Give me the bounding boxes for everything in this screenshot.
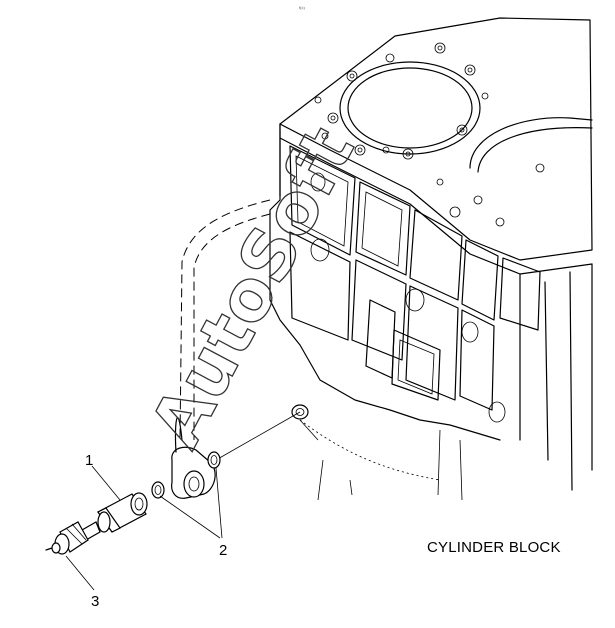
cylinder-block-caption: CYLINDER BLOCK (427, 539, 561, 556)
adapter-part (97, 492, 148, 533)
sealing-washer-inner (207, 451, 221, 469)
oil-pressure-switch (45, 521, 101, 555)
assembly-centerline (215, 411, 301, 461)
callout-3: 3 (91, 593, 99, 610)
sealing-washer-outer (151, 481, 165, 499)
corner-mark: f(c) (299, 5, 305, 10)
leader-lines (65, 465, 223, 591)
cylinder-block (179, 17, 593, 501)
watermark: AutoSoft (135, 114, 371, 460)
banjo-fitting (171, 417, 216, 499)
callout-2: 2 (219, 542, 227, 559)
callout-1: 1 (85, 452, 93, 469)
